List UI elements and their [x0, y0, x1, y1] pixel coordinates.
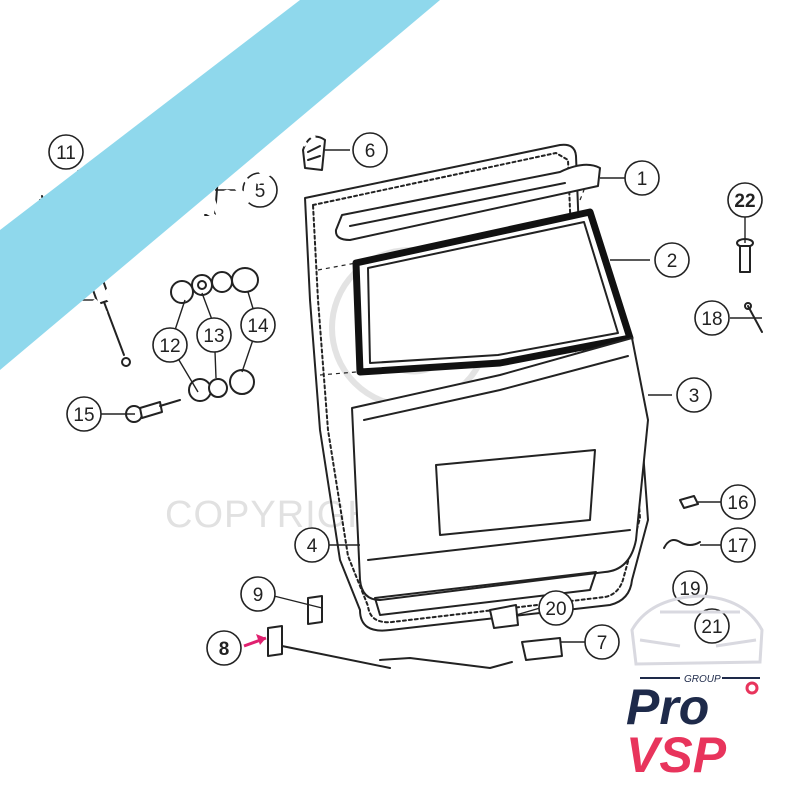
car-outline-icon [630, 594, 764, 666]
callout-label: 12 [159, 336, 180, 357]
callout-label: 20 [545, 599, 566, 620]
latch-20 [489, 604, 519, 629]
callout-16: 16 [720, 484, 756, 520]
callout-4: 4 [294, 527, 330, 563]
callout-label: 4 [307, 536, 318, 557]
callout-circle [294, 527, 330, 563]
callout-label: 21 [701, 617, 722, 638]
highlight-arrow [243, 634, 267, 648]
callout-label: 19 [679, 579, 700, 600]
callout-18: 18 [694, 300, 730, 336]
callout-circle [240, 576, 276, 612]
callout-circle [48, 134, 84, 170]
lock-9 [307, 595, 323, 625]
logo-pro-text: Pro [626, 679, 709, 735]
callout-circle [727, 182, 763, 218]
callout-circle [676, 377, 712, 413]
spoiler [334, 163, 601, 241]
callout-label: 9 [253, 585, 264, 606]
pin-15 [125, 399, 181, 423]
callout-11: 11 [48, 134, 84, 170]
striker-7 [521, 637, 563, 661]
callout-label: 17 [727, 536, 748, 557]
seal-clip [302, 135, 326, 171]
callout-label: 16 [727, 493, 748, 514]
callout-circle [352, 132, 388, 168]
callout-circle [654, 242, 690, 278]
callout-15: 15 [66, 396, 102, 432]
callout-8: 8 [206, 630, 242, 666]
lamp-16 [679, 495, 699, 509]
callout-7: 7 [584, 624, 620, 660]
callout-13: 13 [196, 317, 232, 353]
wire-17 [663, 539, 701, 549]
pro-vsp-logo: GROUP Pro VSP [626, 594, 764, 783]
rear-window [352, 208, 634, 376]
callout-9: 9 [240, 576, 276, 612]
callout-circle [584, 624, 620, 660]
pin-18 [744, 302, 763, 333]
callout-circle [206, 630, 242, 666]
callout-label: 18 [701, 309, 722, 330]
callout-circle [720, 527, 756, 563]
logo-vsp-text: VSP [626, 727, 727, 783]
callout-21: 21 [694, 608, 730, 644]
callout-1: 1 [624, 160, 660, 196]
buffers [170, 267, 259, 402]
callout-3: 3 [676, 377, 712, 413]
callout-circle [152, 327, 188, 363]
callout-circle [66, 396, 102, 432]
callout-5: 5 [242, 172, 278, 208]
callout-label: 2 [667, 251, 678, 272]
handle-8 [267, 625, 283, 657]
callout-17: 17 [720, 527, 756, 563]
callout-2: 2 [654, 242, 690, 278]
callout-label: 5 [255, 181, 266, 202]
callout-label: 1 [637, 169, 648, 190]
callout-14: 14 [240, 307, 276, 343]
callout-label: 7 [597, 633, 608, 654]
guide-dash [319, 371, 357, 376]
callout-22: 22 [727, 182, 763, 218]
callout-label: 22 [734, 191, 755, 212]
callout-label: 13 [203, 326, 224, 347]
callout-circle [538, 590, 574, 626]
callout-label: 8 [219, 639, 230, 660]
callout-circle [240, 307, 276, 343]
callout-label: 6 [365, 141, 376, 162]
callout-circle [694, 608, 730, 644]
callout-20: 20 [538, 590, 574, 626]
callout-label: 14 [247, 316, 269, 337]
door-panel [351, 337, 649, 616]
callout-circle [196, 317, 232, 353]
callouts: 12345678910111213141516171819202122 [37, 132, 763, 666]
guide-dash [317, 262, 357, 271]
callout-circle [242, 172, 278, 208]
plug-22 [736, 238, 754, 273]
logo-group-text: GROUP [684, 674, 721, 685]
rods [281, 645, 513, 669]
callout-label: 11 [56, 143, 76, 164]
callout-12: 12 [152, 327, 188, 363]
callout-label: 3 [689, 386, 700, 407]
callout-circle [694, 300, 730, 336]
guide-dash [579, 189, 585, 201]
callout-6: 6 [352, 132, 388, 168]
callout-circle [720, 484, 756, 520]
callout-label: 15 [73, 405, 94, 426]
callout-circle [624, 160, 660, 196]
